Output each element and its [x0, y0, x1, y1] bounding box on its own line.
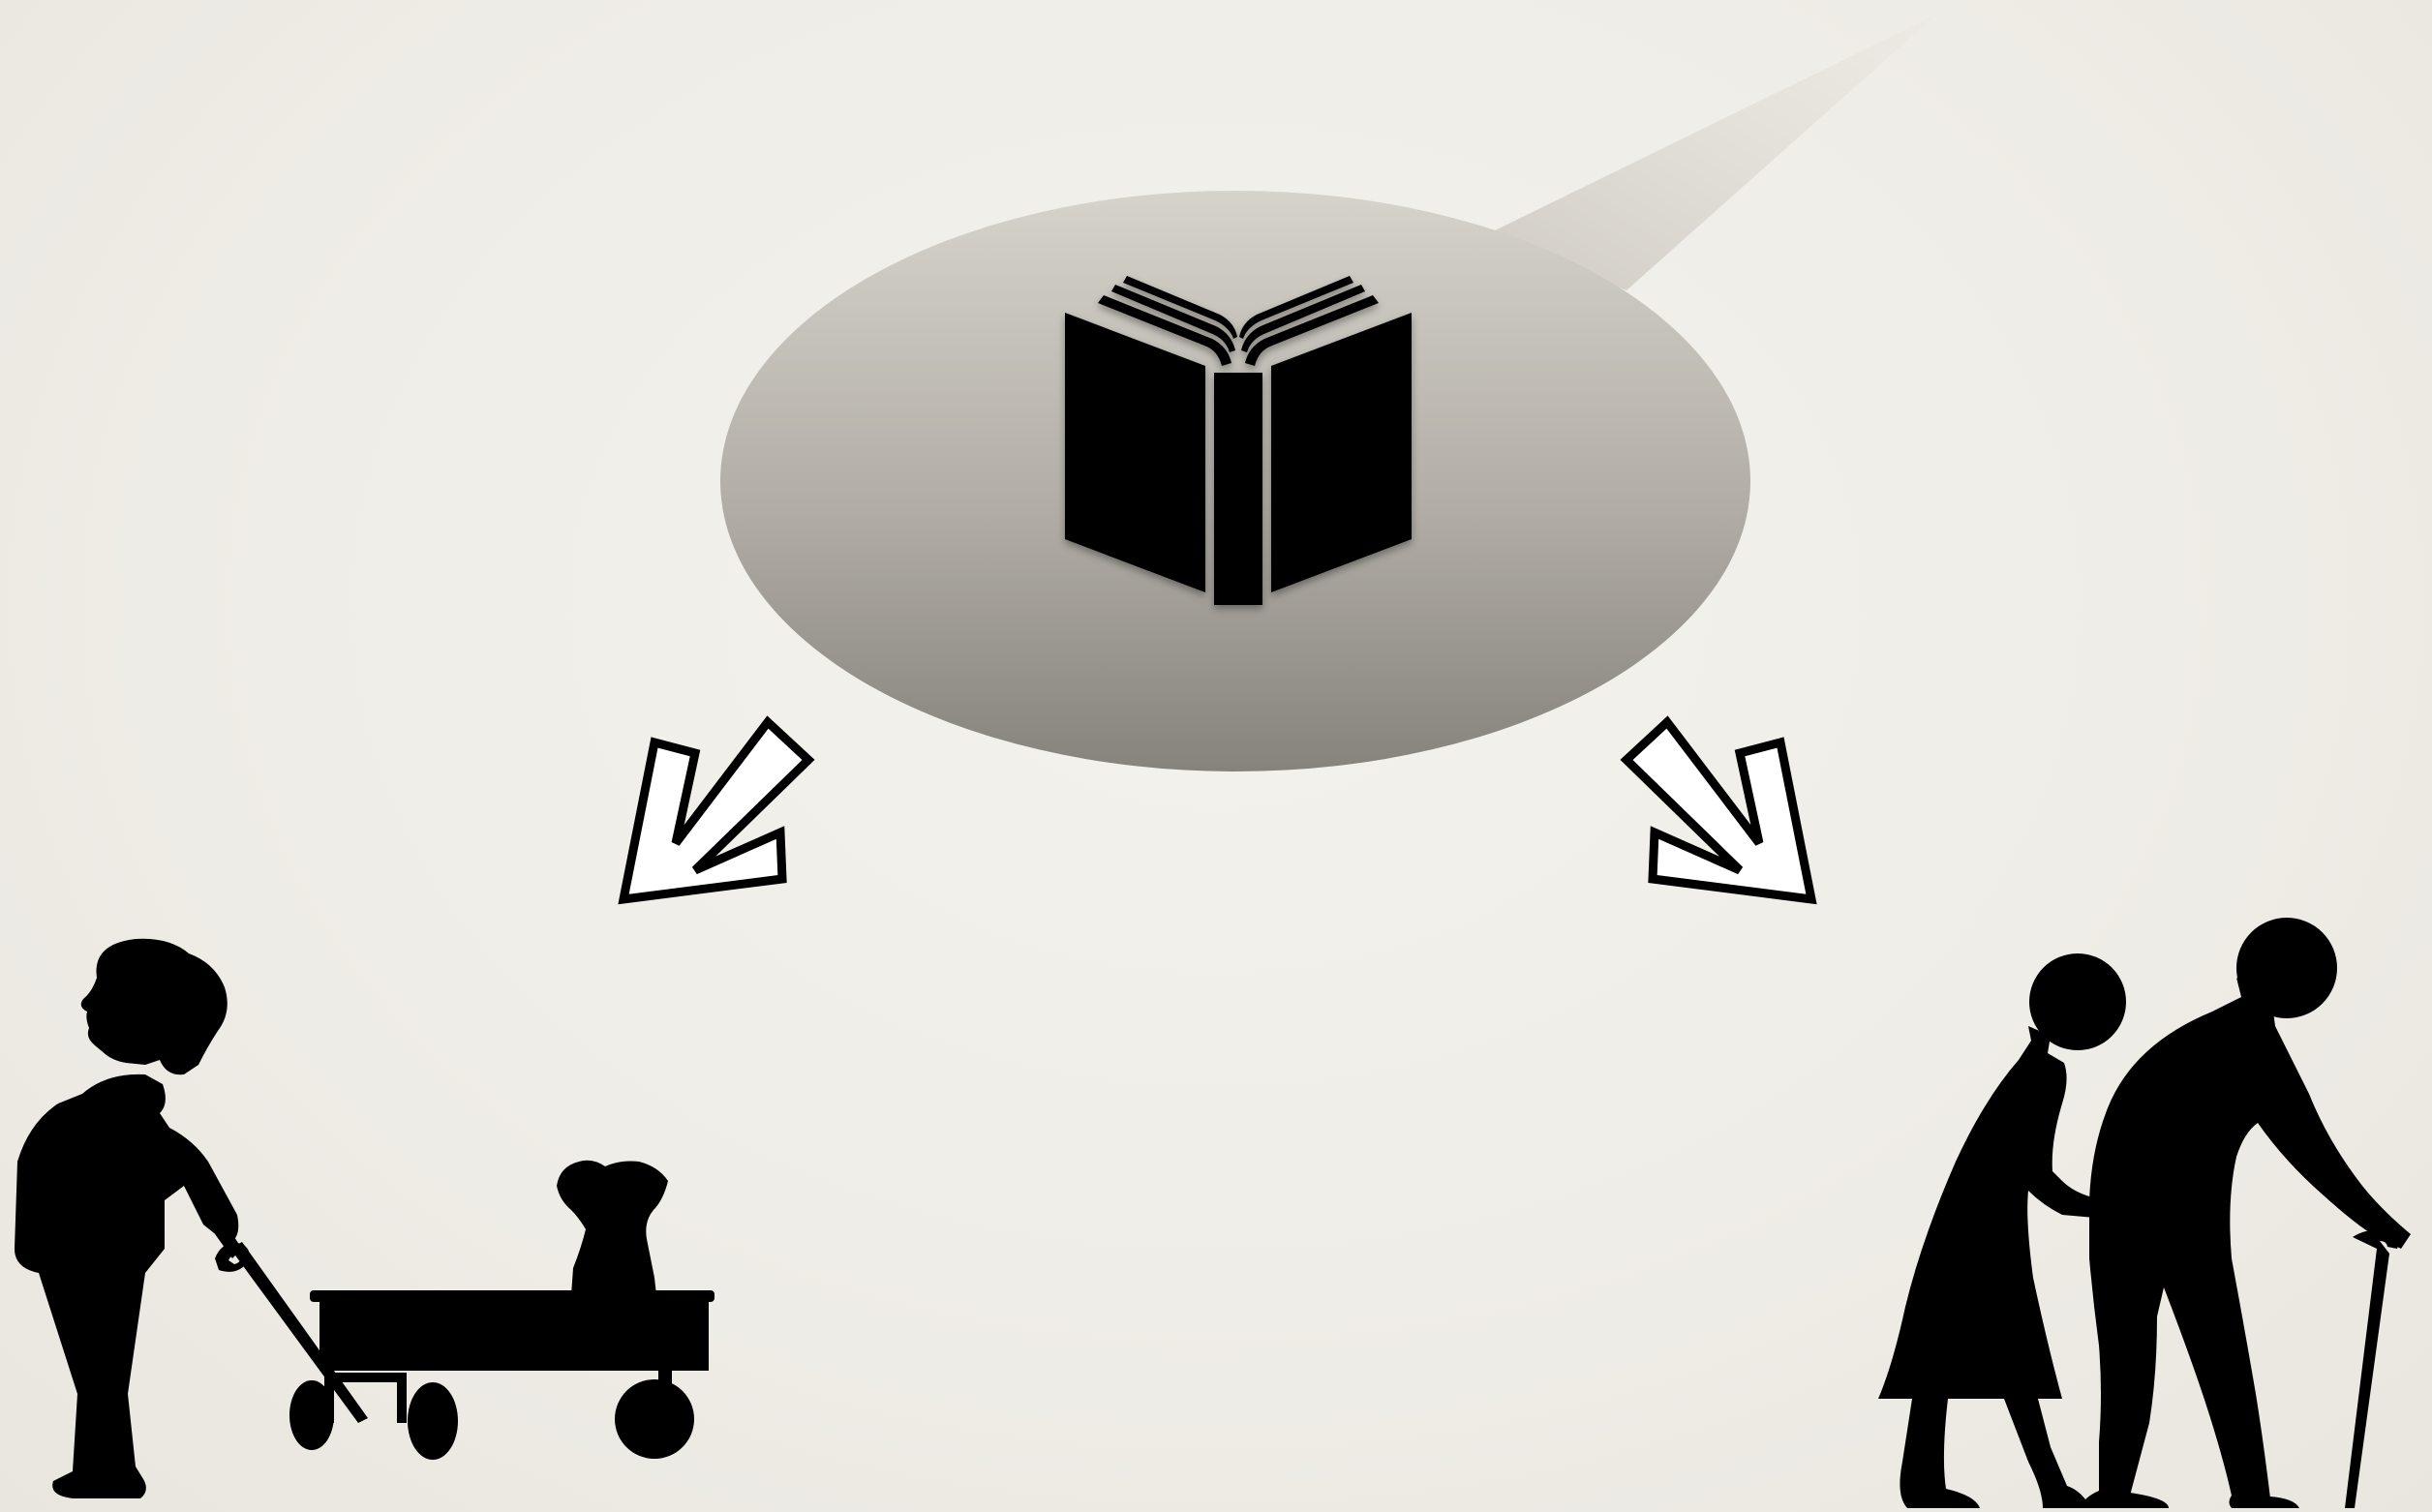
elderly-woman-body	[1878, 1026, 2106, 1399]
child-legs	[39, 1273, 146, 1498]
speech-bubble-tail	[1481, 15, 1936, 290]
walking-cane	[2345, 1229, 2398, 1508]
wagon-wheel-middle	[408, 1382, 458, 1460]
elderly-woman-head	[2029, 953, 2126, 1050]
child-with-wagon-silhouette	[15, 938, 714, 1498]
arrow-down-left-icon	[618, 715, 815, 905]
elderly-woman-legs	[1900, 1399, 2091, 1508]
dog-silhouette	[557, 1160, 668, 1295]
arrow-down-right-icon	[1620, 715, 1817, 905]
wagon-wheel-front	[289, 1380, 334, 1450]
elderly-man-body	[2089, 978, 2411, 1498]
child-head	[80, 938, 228, 1075]
child-body	[15, 1074, 239, 1273]
wagon-wheel-rear	[615, 1379, 694, 1459]
open-book-icon	[1065, 276, 1412, 605]
elderly-man-head	[2236, 918, 2337, 1018]
wagon-bed	[319, 1295, 709, 1371]
elderly-couple-silhouette	[1878, 918, 2411, 1508]
